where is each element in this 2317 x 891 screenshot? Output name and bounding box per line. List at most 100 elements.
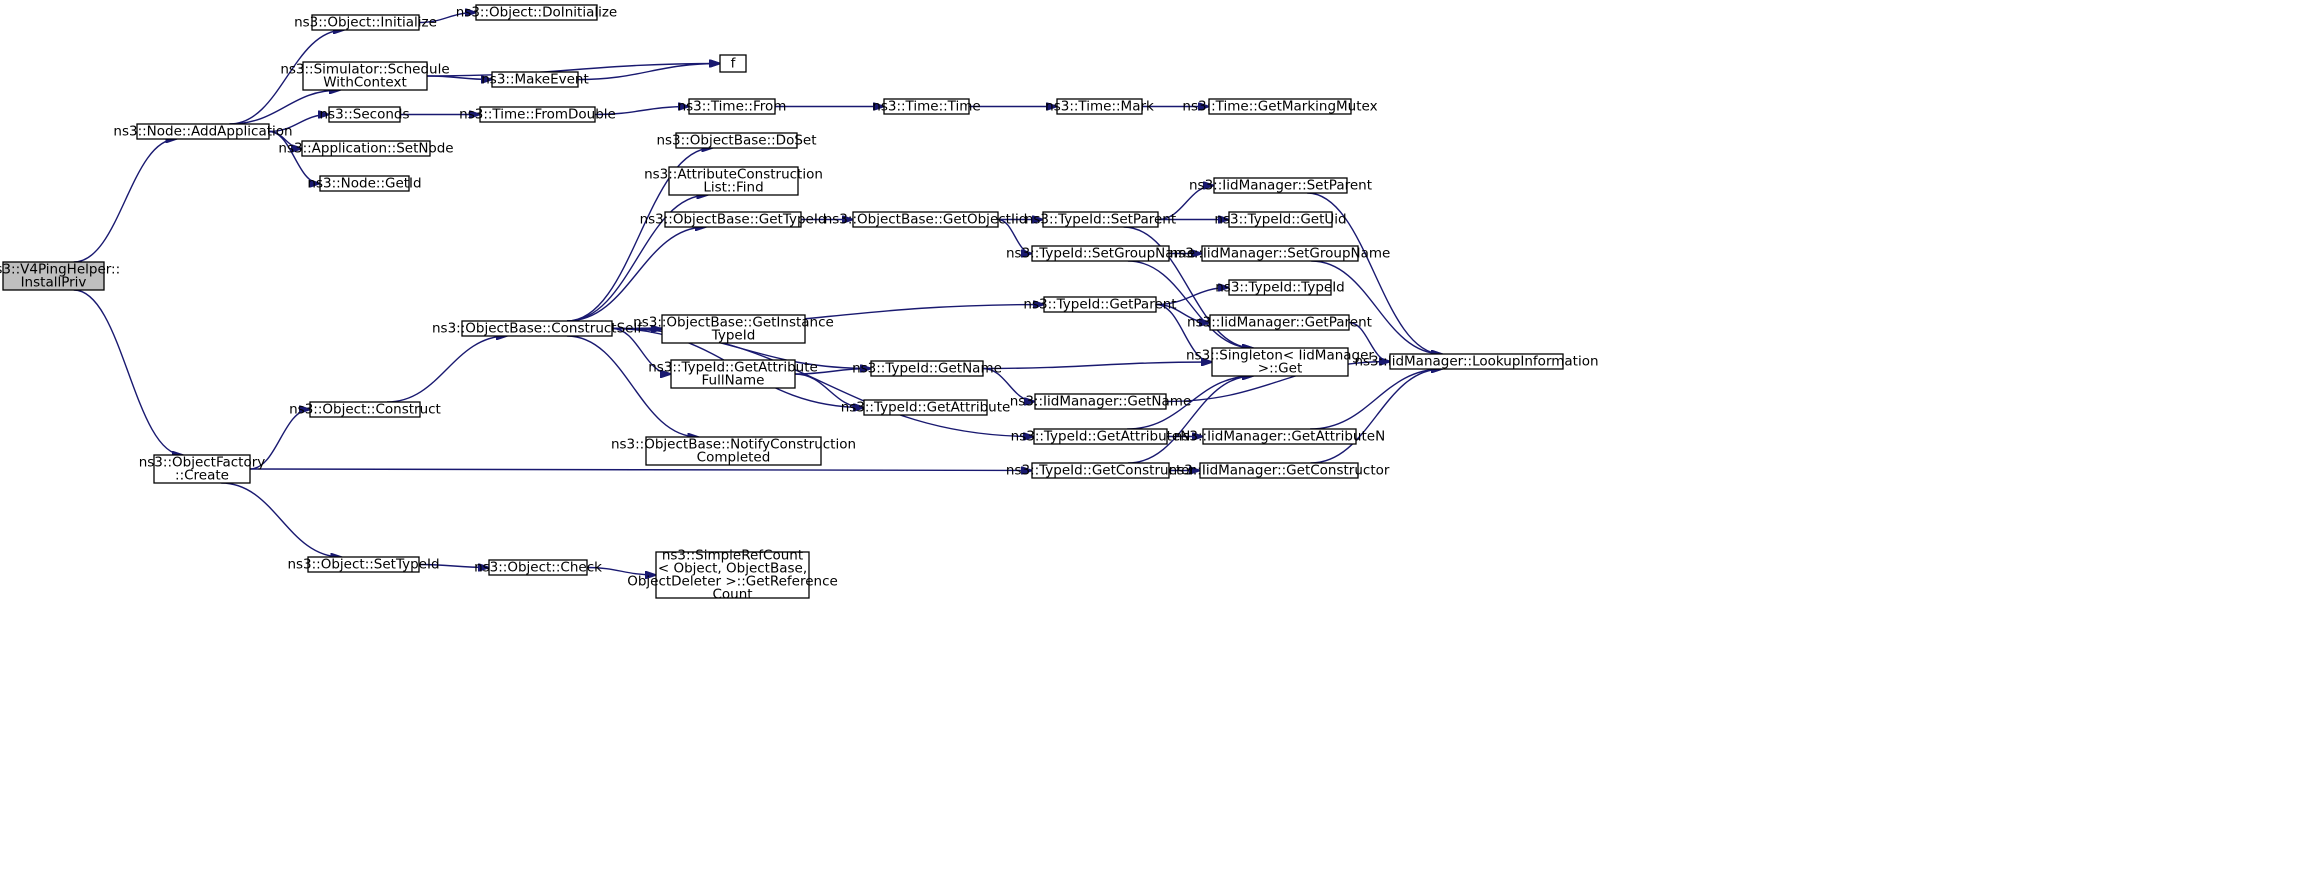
node-iid-setgroupname[interactable]: ns3::IidManager::SetGroupName [1170, 245, 1391, 262]
node-object-settypeid[interactable]: ns3::Object::SetTypeId [287, 556, 440, 573]
node-singleton-get[interactable]: ns3::Singleton< IidManager >::Get [1186, 347, 1374, 377]
node-simplerefcount[interactable]: ns3::SimpleRefCount< Object, ObjectBase,… [627, 548, 838, 603]
node-box [883, 98, 970, 115]
node-box [719, 54, 747, 73]
node-iid-getparent[interactable]: ns3::IidManager::GetParent [1187, 314, 1372, 331]
node-object-doinitialize[interactable]: ns3::Object::DoInitialize [456, 4, 618, 21]
node-object-check[interactable]: ns3::Object::Check [474, 559, 602, 576]
node-label: ns3::TypeId::GetAttribute [841, 400, 1011, 416]
node-label: ns3::Object::DoInitialize [456, 5, 618, 21]
edge-typeid-getparent-to-iid-getparent [1155, 303, 1210, 323]
node-label: ns3::TypeId::SetParent [1025, 212, 1176, 228]
node-label: ns3::Node::AddApplication [113, 124, 292, 140]
node-time-getmarkingmutex[interactable]: ns3::Time::GetMarkingMutex [1182, 98, 1378, 115]
node-install-priv[interactable]: ns3::V4PingHelper::InstallPriv [0, 261, 120, 291]
node-box [1208, 98, 1352, 115]
node-box [136, 123, 270, 140]
node-node-getid[interactable]: ns3::Node::GetId [307, 175, 422, 192]
edge-typeid-getattributen-to-singleton-get [1127, 376, 1253, 430]
node-constructself[interactable]: ns3::ObjectBase::ConstructSelf [432, 320, 643, 337]
node-f[interactable]: f [719, 54, 747, 73]
edge-add-application-to-schedule-with-context [229, 90, 340, 125]
node-application-setnode[interactable]: ns3::Application::SetNode [278, 140, 454, 157]
node-box [863, 399, 988, 416]
node-typeid-getconstructor[interactable]: ns3::TypeId::GetConstructor [1006, 462, 1196, 479]
edge-add-application-to-seconds [268, 115, 329, 133]
edge-typeid-setgroupname-to-singleton-get [1127, 260, 1253, 348]
node-label: FullName [702, 373, 765, 389]
node-label: ns3::Object::Initialize [294, 15, 437, 31]
node-notifyconstruction[interactable]: ns3::ObjectBase::NotifyConstructionCompl… [611, 436, 856, 466]
node-box [1031, 245, 1170, 262]
node-doset[interactable]: ns3::ObjectBase::DoSet [656, 132, 817, 149]
node-object-construct[interactable]: ns3::Object::Construct [289, 401, 441, 418]
node-label: ns3::Application::SetNode [278, 141, 453, 157]
node-time-mark[interactable]: ns3::Time::Mark [1045, 98, 1154, 115]
node-iid-getconstructor[interactable]: ns3::IidManager::GetConstructor [1169, 462, 1390, 479]
node-box [664, 211, 802, 228]
node-label: ns3::TypeId::TypeId [1215, 280, 1345, 296]
node-label: ns3::IidManager::SetGroupName [1170, 246, 1391, 262]
node-objectbase-gettypeid[interactable]: ns3::ObjectBase::GetTypeId [640, 211, 827, 228]
node-label: ns3::IidManager::SetParent [1189, 178, 1372, 194]
node-label: ns3::TypeId::GetConstructor [1006, 463, 1196, 479]
node-factory-create[interactable]: ns3::ObjectFactory::Create [139, 454, 266, 484]
edge-iid-getname-to-iid-lookupinformation [1165, 362, 1390, 403]
edge-factory-create-to-object-settypeid [221, 482, 341, 557]
node-time-from[interactable]: ns3::Time::From [678, 98, 787, 115]
node-box [675, 132, 798, 149]
node-label: ns3::TypeId::GetUid [1214, 212, 1346, 228]
node-box [307, 556, 420, 573]
node-typeid-setparent[interactable]: ns3::TypeId::SetParent [1025, 211, 1176, 228]
edge-getobjectiid-to-typeid-setgroupname [997, 218, 1032, 254]
node-box [1209, 314, 1350, 331]
node-box [328, 106, 401, 123]
node-label: ns3::TypeId::GetName [852, 361, 1002, 377]
node-label: ns3::IidManager::GetAttributeN [1174, 429, 1385, 445]
node-label: ns3::ObjectBase::DoSet [656, 133, 816, 149]
node-typeid-getattribute[interactable]: ns3::TypeId::GetAttribute [841, 399, 1011, 416]
node-label: Completed [697, 450, 771, 466]
node-typeid-getattributen[interactable]: ns3::TypeId::GetAttributeN [1011, 428, 1191, 445]
node-label: InstallPriv [21, 275, 87, 291]
node-make-event[interactable]: ns3::MakeEvent [481, 71, 589, 88]
node-box [309, 401, 421, 418]
node-iid-setparent[interactable]: ns3::IidManager::SetParent [1189, 177, 1372, 194]
node-label: ns3::TypeId::GetParent [1023, 297, 1176, 313]
edge-object-settypeid-to-object-check [418, 565, 489, 568]
edge-iid-setgroupname-to-iid-lookupinformation [1311, 260, 1442, 354]
node-iid-lookupinformation[interactable]: ns3::IidManager::LookupInformation [1354, 353, 1599, 370]
edge-iid-getattributen-to-iid-lookupinformation [1310, 369, 1442, 430]
node-typeid-getparent[interactable]: ns3::TypeId::GetParent [1023, 296, 1177, 313]
node-label: ObjectDeleter >::GetReference [627, 574, 838, 590]
node-box [475, 4, 598, 21]
node-label: ns3::ObjectFactory [139, 455, 266, 471]
node-typeid-setgroupname[interactable]: ns3::TypeId::SetGroupName [1006, 245, 1195, 262]
node-iid-getattributen[interactable]: ns3::IidManager::GetAttributeN [1174, 428, 1385, 445]
node-time-fromdouble[interactable]: ns3::Time::FromDouble [459, 106, 616, 123]
node-box [1034, 393, 1167, 410]
node-typeid-typeid[interactable]: ns3::TypeId::TypeId [1215, 279, 1345, 296]
node-add-application[interactable]: ns3::Node::AddApplication [113, 123, 293, 140]
node-label: >::Get [1258, 361, 1302, 377]
node-seconds[interactable]: ns3::Seconds [320, 106, 410, 123]
node-getobjectiid[interactable]: ns3::ObjectBase::GetObjectIid [824, 211, 1028, 228]
node-time-time[interactable]: ns3::Time::Time [872, 98, 981, 115]
node-iid-getname[interactable]: ns3::IidManager::GetName [1010, 393, 1192, 410]
node-object-initialize[interactable]: ns3::Object::Initialize [294, 14, 437, 31]
node-box [668, 166, 799, 196]
node-label: ns3::Time::From [678, 99, 787, 115]
node-box [302, 61, 428, 91]
node-label: ns3::ObjectBase::GetTypeId [640, 212, 827, 228]
node-typeid-getuid[interactable]: ns3::TypeId::GetUid [1214, 211, 1347, 228]
edge-schedule-with-context-to-f [426, 64, 720, 77]
node-box [461, 320, 613, 337]
edge-typeid-getparent-to-typeid-typeid [1155, 288, 1229, 306]
node-box [688, 98, 776, 115]
node-typeid-getname[interactable]: ns3::TypeId::GetName [852, 360, 1002, 377]
node-label: ns3::IidManager::GetName [1010, 394, 1192, 410]
